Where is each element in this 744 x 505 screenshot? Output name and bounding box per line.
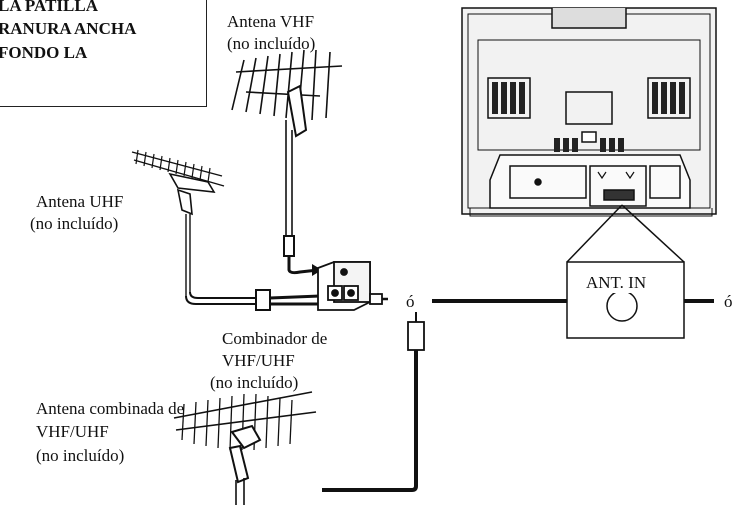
left-vent <box>492 82 525 114</box>
note-line-2: RANURA ANCHA <box>0 19 137 38</box>
uhf-antenna-note: (no incluído) <box>30 214 119 233</box>
vhf-antenna <box>231 49 343 236</box>
ant-in-callout <box>566 204 685 339</box>
combiner-type: VHF/UHF <box>222 351 295 370</box>
or-label-1: ó <box>406 292 415 311</box>
combo-antenna-type: VHF/UHF <box>36 422 109 441</box>
uhf-cable <box>185 289 321 311</box>
vhf-cable <box>283 235 322 276</box>
uhf-antenna-label: Antena UHF <box>36 192 124 211</box>
combo-antenna-label: Antena combinada de <box>36 399 185 418</box>
instruction-note-box: LA PATILLA RANURA ANCHA FONDO LA <box>0 0 207 107</box>
combiner-label: Combinador de <box>222 329 328 348</box>
note-line-1: LA PATILLA <box>0 0 98 15</box>
uhf-antenna <box>131 149 225 296</box>
note-line-3: FONDO LA <box>0 43 88 62</box>
vhf-antenna-note: (no incluído) <box>227 34 316 53</box>
ant-in-label: ANT. IN <box>584 273 649 293</box>
right-vent <box>652 82 685 114</box>
combination-antenna <box>173 391 317 505</box>
combiner-note: (no incluído) <box>210 373 299 392</box>
tv-rear-view <box>461 7 717 217</box>
or-label-2: ó <box>724 292 733 311</box>
vhf-antenna-label: Antena VHF <box>227 12 315 31</box>
vhf-uhf-combiner <box>317 261 388 311</box>
combo-cable <box>322 312 425 492</box>
combo-antenna-note: (no incluído) <box>36 446 125 465</box>
